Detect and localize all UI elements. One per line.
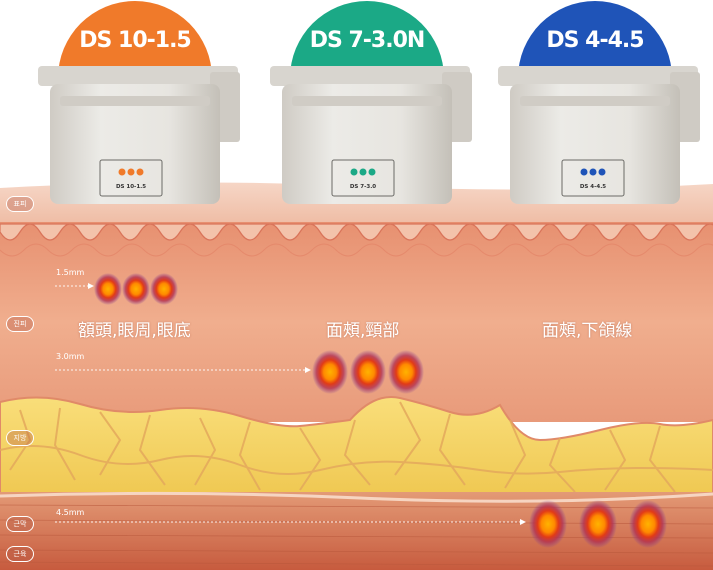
cartridge-1-dome bbox=[58, 1, 212, 78]
cartridge-1-title: DS 10-1.5 bbox=[79, 28, 191, 53]
cartridge-2-title: DS 7-3.0N bbox=[309, 28, 426, 53]
cartridge-2-body bbox=[270, 66, 472, 204]
zone-label-3: 面頰,下頜線 bbox=[542, 321, 633, 341]
heat-points-4.5mm bbox=[529, 500, 667, 548]
layer-tag-smas: 근막 bbox=[6, 516, 34, 532]
cartridge-1-chip-label: DS 10-1.5 bbox=[115, 184, 147, 190]
cartridge-3-chip-label: DS 4-4.5 bbox=[579, 184, 607, 190]
cartridge-3-title: DS 4-4.5 bbox=[546, 28, 644, 53]
depth-label-2: 3.0mm bbox=[56, 352, 85, 361]
heat-points-3.0mm bbox=[312, 350, 424, 394]
zone-label-1: 額頭,眼周,眼底 bbox=[78, 321, 191, 341]
heat-points-1.5mm bbox=[94, 273, 178, 305]
zone-label-2: 面頰,頸部 bbox=[326, 321, 400, 341]
layer-tag-dermis: 진피 bbox=[6, 316, 34, 332]
depth-label-1: 1.5mm bbox=[56, 268, 85, 277]
layer-tag-epidermis: 표피 bbox=[6, 196, 34, 212]
layer-tag-muscle: 근육 bbox=[6, 546, 34, 562]
cartridge-3-dome bbox=[518, 1, 672, 78]
cartridge-3-body bbox=[498, 66, 700, 204]
cartridge-2-chip-label: DS 7-3.0 bbox=[349, 184, 377, 190]
layer-tag-fat: 지방 bbox=[6, 430, 34, 446]
depth-label-3: 4.5mm bbox=[56, 508, 85, 517]
cartridge-1-body bbox=[38, 66, 240, 204]
cartridge-2-dome bbox=[290, 1, 444, 78]
